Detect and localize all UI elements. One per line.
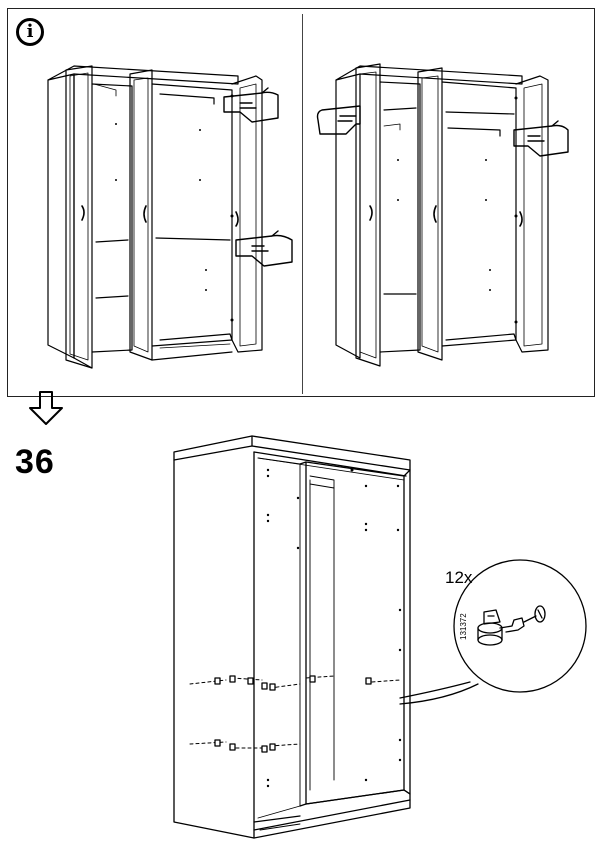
callout-bubble xyxy=(399,559,587,705)
cam-lock-fitting-icon xyxy=(477,605,546,646)
mounting-holes xyxy=(266,468,402,788)
fitting-markers xyxy=(189,675,401,753)
arrow-down-icon xyxy=(29,391,63,425)
hand-icon xyxy=(235,230,293,267)
part-number-label: 131372 xyxy=(459,613,468,640)
panel-divider xyxy=(302,14,303,394)
info-panel xyxy=(7,8,595,397)
hand-icon xyxy=(223,87,279,123)
wardrobe-doors-open-right xyxy=(335,63,549,367)
wardrobe-doors-open-left xyxy=(47,65,263,369)
hand-icon xyxy=(316,105,361,135)
quantity-label: 12x xyxy=(445,568,473,587)
hand-icon xyxy=(513,120,569,157)
step-number: 36 xyxy=(15,443,55,481)
info-icon: i xyxy=(16,18,44,46)
wardrobe-carcass xyxy=(173,435,411,839)
